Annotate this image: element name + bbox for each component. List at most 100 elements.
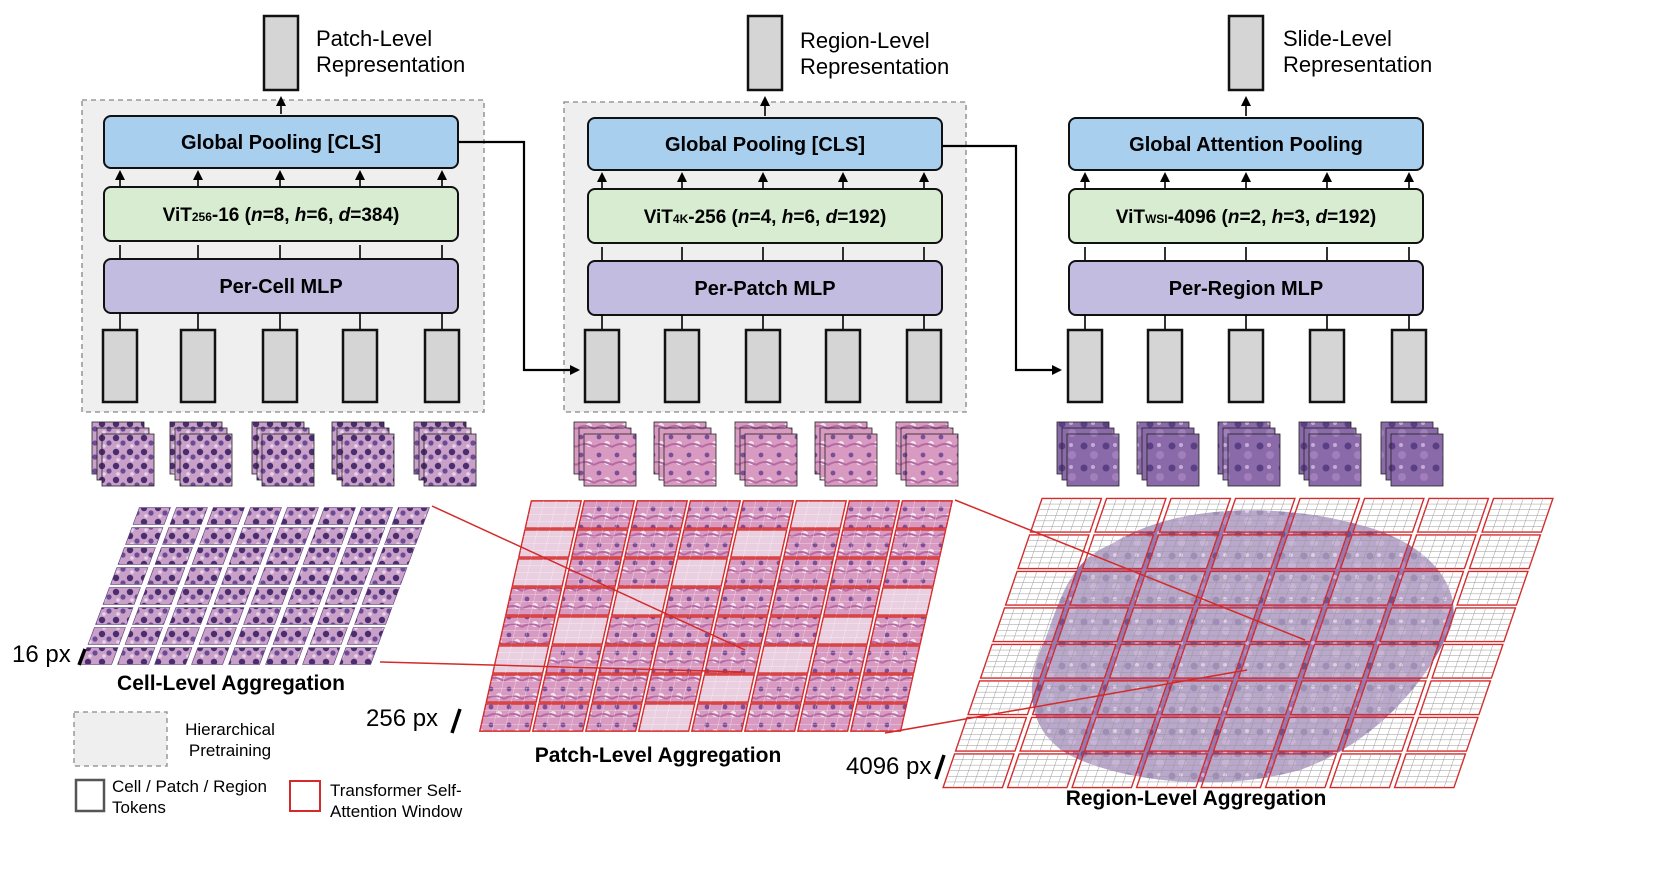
grid-cell	[228, 547, 267, 565]
vit-label: ViT256-16 (n=8, h=6, d=384)	[163, 205, 400, 226]
connector-patch-to-region	[942, 144, 1062, 375]
legend-hierarchical-label: Hierarchical	[185, 720, 275, 739]
input-token	[1066, 328, 1104, 404]
grid-subline	[774, 500, 782, 529]
grid-cell	[139, 587, 178, 605]
input-token	[261, 328, 299, 404]
grid-cell	[206, 607, 245, 625]
grid-subline	[648, 587, 656, 616]
grid-cell	[213, 587, 252, 605]
grid-subline	[741, 645, 749, 674]
legend-hierarchical-swatch	[73, 711, 168, 767]
region-level-aggregation-caption: Region-Level Aggregation	[1066, 787, 1327, 810]
grid-subline	[900, 645, 908, 674]
grid-subline	[536, 616, 544, 645]
legend-tokens-swatch	[74, 778, 106, 813]
grid-subline	[880, 500, 888, 529]
region-representation-label: Region-Level	[800, 28, 930, 53]
tissue-thumbnails	[91, 421, 1444, 487]
grid-subline	[595, 587, 603, 616]
tissue-thumbnail	[583, 433, 637, 487]
grid-subline	[761, 558, 769, 587]
grid-subline	[735, 674, 743, 703]
grid-subline	[608, 529, 616, 558]
token-columns	[101, 328, 1428, 404]
tissue-thumbnail	[261, 433, 315, 487]
mlp-box	[103, 258, 459, 314]
grid-subline	[549, 558, 557, 587]
grid-cell	[339, 647, 378, 665]
grid-cell	[199, 527, 238, 545]
grid-cell	[272, 627, 311, 645]
grid-subline	[834, 703, 842, 732]
connector-cell-to-patch	[458, 140, 580, 375]
grid-subline	[788, 674, 796, 703]
grid-cell	[125, 527, 164, 545]
patch-representation-token	[262, 14, 300, 92]
grid-cell	[287, 587, 326, 605]
grid-subline	[529, 645, 537, 674]
global-pooling-label: Global Pooling [CLS]	[181, 132, 381, 154]
grid-cell	[154, 647, 193, 665]
mlp-label: Per-Region MLP	[1169, 278, 1323, 300]
grid-subline	[794, 645, 802, 674]
stage-patch: Region-Level Representation Global Pooli…	[587, 14, 949, 316]
tissue-thumbnail	[744, 433, 798, 487]
tissue-thumbnail	[341, 433, 395, 487]
region-representation-token	[746, 14, 784, 92]
internal-arrows	[115, 170, 1414, 330]
grid-subline	[894, 674, 902, 703]
input-token	[1390, 328, 1428, 404]
grid-subline	[562, 500, 570, 529]
tissue-thumbnail	[423, 433, 477, 487]
input-token	[1308, 328, 1346, 404]
tissue-thumbnail	[1390, 433, 1444, 487]
grid-cell	[169, 607, 208, 625]
grid-cell	[265, 547, 304, 565]
input-token	[341, 328, 379, 404]
legend-tokens-label: Cell / Patch / Region	[112, 777, 267, 796]
grid-cell	[317, 507, 356, 525]
grid-subline	[767, 529, 775, 558]
grid-cell	[102, 587, 141, 605]
legend: Hierarchical Pretraining Cell / Patch / …	[73, 711, 463, 821]
legend-window-label: Transformer Self-	[330, 781, 462, 800]
grid-cell	[110, 567, 149, 585]
grid-cell	[221, 567, 260, 585]
tissue-thumbnail	[663, 433, 717, 487]
grid-cell	[117, 547, 156, 565]
grid-cell	[317, 607, 356, 625]
grid-cell	[206, 507, 245, 525]
scale-tick	[450, 708, 462, 734]
grid-subline	[516, 703, 524, 732]
grid-cell	[198, 627, 237, 645]
grid-subline	[814, 558, 822, 587]
aggregation-grids	[80, 497, 1554, 789]
input-token	[423, 328, 461, 404]
input-token	[179, 328, 217, 404]
slide-representation-label-2: Representation	[1283, 52, 1432, 77]
zoom-line	[431, 505, 746, 651]
grid-cell	[243, 607, 282, 625]
grid-subline	[714, 529, 722, 558]
grid-cell	[332, 567, 371, 585]
global-pooling-box	[587, 117, 943, 171]
grid-cell	[258, 567, 297, 585]
scale-label-region: 4096 px	[846, 753, 931, 780]
tissue-thumbnail	[101, 433, 155, 487]
vit-box	[587, 188, 943, 244]
grid-subline	[582, 645, 590, 674]
cell-level-aggregation-caption: Cell-Level Aggregation	[117, 672, 345, 695]
grid-subline	[688, 645, 696, 674]
grid-subline	[708, 558, 716, 587]
patch-representation-label: Patch-Level	[316, 26, 432, 51]
global-pooling-label: Global Pooling [CLS]	[665, 134, 865, 156]
input-token	[101, 328, 139, 404]
grid-subline	[781, 703, 789, 732]
grid-subline	[801, 616, 809, 645]
grid-subline	[655, 558, 663, 587]
stage-cell: Patch-Level Representation Global Poolin…	[103, 14, 465, 314]
grid-cell	[117, 647, 156, 665]
grid-cell	[354, 507, 393, 525]
